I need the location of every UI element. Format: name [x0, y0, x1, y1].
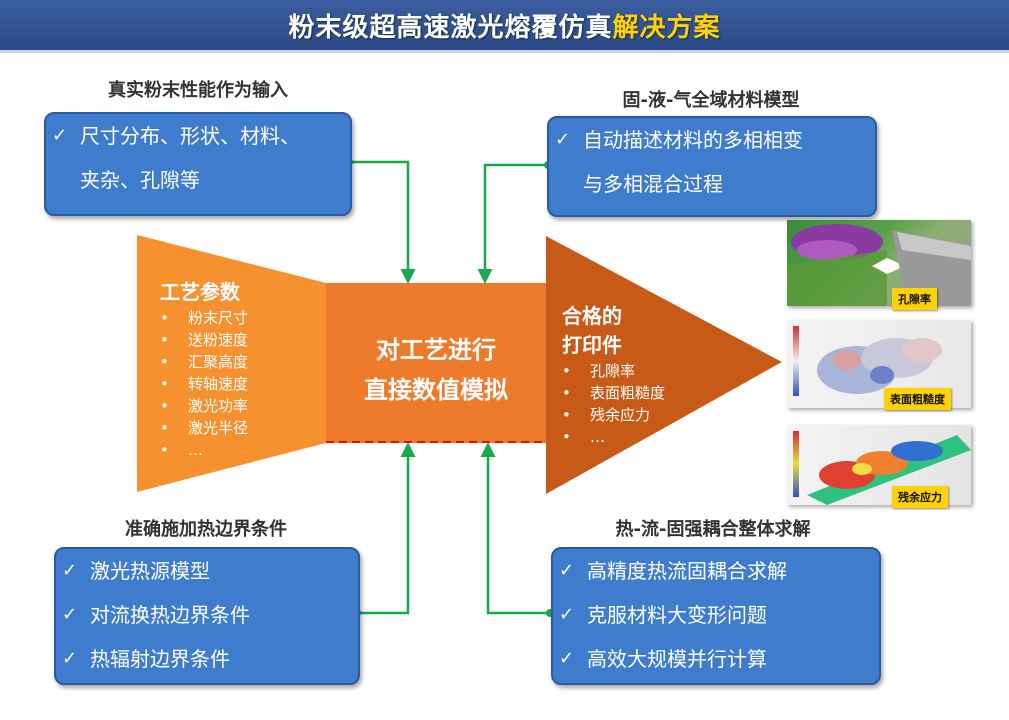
- solver-item: ✓克服材料大变形问题: [553, 593, 879, 637]
- check-icon: ✓: [62, 648, 78, 669]
- title-highlight: 解决方案: [612, 12, 721, 43]
- check-icon: ✓: [52, 125, 68, 146]
- connector-bottom-left: [357, 442, 416, 615]
- check-icon: ✓: [559, 604, 575, 625]
- param-item: 粉末尺寸: [160, 307, 320, 329]
- output-part: 合格的 打印件 孔隙率 表面粗糙度 残余应力 …: [562, 300, 722, 448]
- simulation-line1: 对工艺进行: [376, 336, 496, 364]
- simulation-label: 对工艺进行 直接数值模拟: [326, 330, 546, 410]
- porosity-image: [787, 220, 971, 306]
- solver-item: ✓高效大规模并行计算: [553, 637, 879, 681]
- check-icon: ✓: [62, 604, 78, 625]
- material-item: ✓自动描述材料的多相相变: [549, 118, 875, 162]
- stress-render: [793, 431, 971, 505]
- output-list: 孔隙率 表面粗糙度 残余应力 …: [562, 360, 722, 448]
- process-params-title: 工艺参数: [160, 280, 240, 304]
- powder-input-box: ✓尺寸分布、形状、材料、 夹杂、孔隙等: [44, 112, 352, 216]
- porosity-render: [787, 224, 971, 306]
- process-params: 工艺参数 粉末尺寸 送粉速度 汇聚高度 转轴速度 激光功率 激光半径 …: [160, 276, 320, 461]
- title-banner: 粉末级超高速激光熔覆仿真解决方案: [0, 0, 1009, 53]
- roughness-render: [793, 326, 942, 396]
- simulation-line2: 直接数值模拟: [364, 376, 508, 404]
- bottom-left-title: 准确施加热边界条件: [125, 519, 287, 540]
- boundary-item: ✓对流换热边界条件: [56, 593, 358, 637]
- center-block: [326, 283, 546, 443]
- powder-item: ✓尺寸分布、形状、材料、: [46, 114, 350, 158]
- connector-bottom-right: [480, 442, 550, 615]
- material-item-cont: 与多相混合过程: [583, 172, 723, 196]
- page-title: 粉末级超高速激光熔覆仿真解决方案: [288, 12, 721, 43]
- boundary-conditions-box: ✓激光热源模型 ✓对流换热边界条件 ✓热辐射边界条件: [54, 547, 360, 685]
- output-item: 残余应力: [562, 404, 722, 426]
- check-icon: ✓: [62, 560, 78, 581]
- roughness-image: [787, 320, 971, 408]
- bottom-right-title: 热-流-固强耦合整体求解: [615, 519, 811, 540]
- boundary-item: ✓热辐射边界条件: [56, 637, 358, 681]
- stress-caption: 残余应力: [892, 486, 948, 508]
- top-right-title: 固-液-气全域材料模型: [622, 90, 800, 111]
- param-item: …: [160, 439, 320, 461]
- powder-item-cont: 夹杂、孔隙等: [80, 168, 200, 192]
- connector-top-left: [349, 160, 416, 284]
- connector-top-right: [477, 163, 548, 284]
- output-title1: 合格的: [562, 304, 622, 328]
- material-model-box: ✓自动描述材料的多相相变 与多相混合过程: [547, 116, 877, 217]
- param-item: 转轴速度: [160, 373, 320, 395]
- output-item: …: [562, 426, 722, 448]
- param-item: 汇聚高度: [160, 351, 320, 373]
- boundary-item: ✓激光热源模型: [56, 549, 358, 593]
- check-icon: ✓: [559, 648, 575, 669]
- top-left-title: 真实粉末性能作为输入: [108, 80, 288, 101]
- roughness-caption: 表面粗糙度: [884, 388, 951, 410]
- check-icon: ✓: [559, 560, 575, 581]
- check-icon: ✓: [555, 129, 571, 150]
- param-item: 激光半径: [160, 417, 320, 439]
- output-item: 孔隙率: [562, 360, 722, 382]
- process-params-list: 粉末尺寸 送粉速度 汇聚高度 转轴速度 激光功率 激光半径 …: [160, 307, 320, 461]
- output-title2: 打印件: [562, 333, 622, 357]
- output-item: 表面粗糙度: [562, 382, 722, 404]
- solver-item: ✓高精度热流固耦合求解: [553, 549, 879, 593]
- param-item: 送粉速度: [160, 329, 320, 351]
- coupled-solver-box: ✓高精度热流固耦合求解 ✓克服材料大变形问题 ✓高效大规模并行计算: [551, 547, 881, 685]
- param-item: 激光功率: [160, 395, 320, 417]
- porosity-caption: 孔隙率: [892, 288, 937, 310]
